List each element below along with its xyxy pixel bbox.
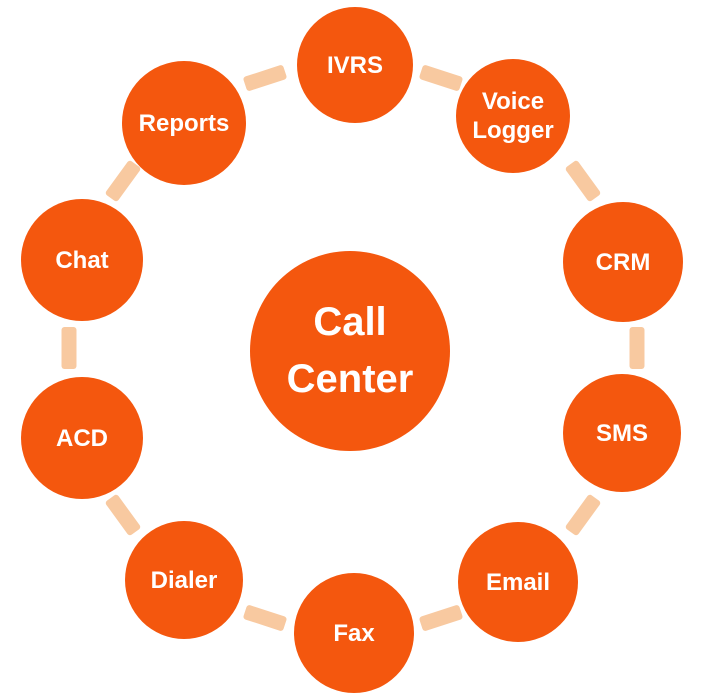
ring-connector-segment [418,604,464,632]
node-fax: Fax [294,573,414,693]
ring-connector-segment [61,327,77,369]
node-label: CRM [595,248,651,276]
ring-connector-segment [629,327,645,369]
node-label: Chat [55,246,109,274]
node-ivrs: IVRS [297,7,413,123]
ring-connector-segment [564,493,602,537]
hub-call-center: Call Center [250,251,450,451]
node-email: Email [458,522,578,642]
node-label: Reports [138,109,230,137]
node-crm: CRM [563,202,683,322]
ring-connector-segment [104,159,142,203]
node-dialer: Dialer [125,521,243,639]
node-chat: Chat [21,199,143,321]
node-label: Email [485,568,550,596]
node-acd: ACD [21,377,143,499]
ring-connector-segment [418,64,464,92]
node-label: IVRS [326,51,383,79]
ring-connector-segment [242,604,288,632]
hub-label: Call Center [286,300,414,401]
ring-connector-segment [104,493,142,537]
node-label: Dialer [150,566,218,594]
node-label: Voice Logger [472,88,554,144]
node-voice-logger: Voice Logger [456,59,570,173]
ring-connector-segment [564,159,602,203]
node-label: ACD [56,424,108,452]
node-label: SMS [595,419,648,447]
node-label: Fax [333,619,375,647]
node-sms: SMS [563,374,681,492]
ring-connector-segment [242,64,288,92]
node-reports: Reports [122,61,246,185]
